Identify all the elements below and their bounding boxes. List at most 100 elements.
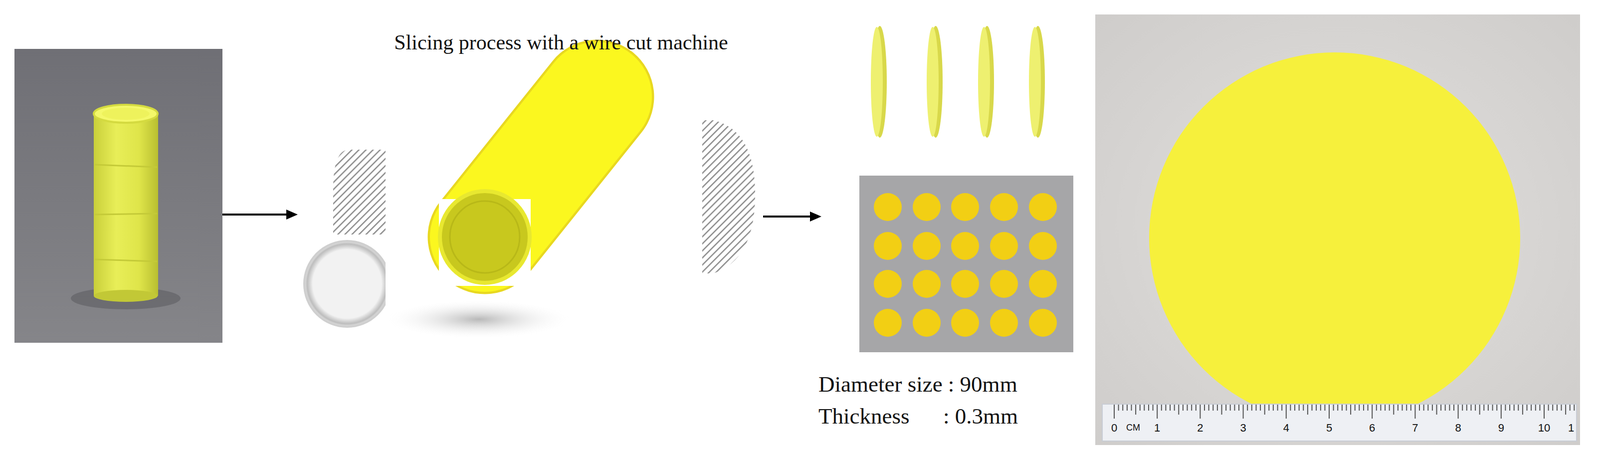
- ruler-tick: [1535, 404, 1537, 411]
- disc: [990, 269, 1018, 298]
- ruler-tick: [1423, 404, 1425, 411]
- ruler-tick: [1337, 404, 1339, 411]
- ruler-tick: [1483, 404, 1485, 411]
- ruler-tick: [1165, 404, 1167, 411]
- ruler-tick: [1444, 404, 1446, 411]
- ruler-tick: [1281, 404, 1283, 411]
- ruler-tick: [1156, 404, 1158, 419]
- ruler-tick: [1182, 404, 1184, 411]
- ruler-tick: [1509, 404, 1511, 411]
- disc: [1028, 308, 1057, 337]
- ruler-tick: [1457, 404, 1459, 419]
- ruler-tick: [1414, 404, 1416, 419]
- disc: [873, 308, 902, 337]
- disc: [912, 231, 941, 260]
- disc: [951, 193, 980, 221]
- ruler-tick: [1285, 404, 1287, 419]
- disc: [912, 308, 941, 337]
- ruler-tick: [1195, 404, 1197, 411]
- ruler-tick: [1418, 404, 1420, 411]
- ruler-tick: [1389, 404, 1391, 411]
- ruler-number: 0: [1111, 421, 1118, 434]
- disc: [873, 231, 902, 260]
- ruler-tick: [1203, 404, 1205, 411]
- disc: [1028, 193, 1057, 221]
- disc: [873, 193, 902, 221]
- ruler-tick: [1371, 404, 1373, 419]
- dimension-text: Thickness : 0.3mm: [818, 403, 1018, 429]
- ruler-tick: [1496, 404, 1498, 411]
- ruler-tick: [1216, 404, 1218, 411]
- ruler-tick: [1174, 404, 1176, 411]
- ruler-tick: [1474, 404, 1476, 411]
- ruler-tick: [1294, 404, 1296, 411]
- ruler-tick: [1500, 404, 1502, 419]
- ruler-tick: [1268, 404, 1270, 411]
- ruler-tick: [1427, 404, 1429, 411]
- disc: [912, 269, 941, 298]
- ruler-tick: [1556, 404, 1558, 411]
- ruler-number: 9: [1498, 421, 1505, 434]
- ruler-tick: [1487, 404, 1489, 411]
- ruler-tick: [1212, 404, 1214, 411]
- disc: [873, 269, 902, 298]
- ruler-tick: [1573, 404, 1575, 411]
- ruler-tick: [1298, 404, 1300, 411]
- ruler-tick: [1565, 404, 1567, 415]
- disc: [990, 231, 1018, 260]
- ruler-tick: [1380, 404, 1382, 411]
- disc: [951, 269, 980, 298]
- ruler-tick: [1246, 404, 1248, 411]
- ruler-tick: [1513, 404, 1515, 411]
- ruler-tick: [1225, 404, 1227, 411]
- ruler-tick: [1118, 404, 1120, 411]
- ruler-tick: [1354, 404, 1356, 411]
- ruler-tick: [1148, 404, 1150, 411]
- ruler-tick: [1221, 404, 1223, 415]
- ruler-number: 4: [1283, 421, 1290, 434]
- section-title: Slicing process with a wire cut machine: [394, 30, 728, 54]
- ruler-tick: [1461, 404, 1463, 411]
- ruler-tick: [1169, 404, 1171, 411]
- ruler-number: 1: [1568, 421, 1575, 434]
- ruler-tick: [1466, 404, 1468, 411]
- ruler-number: 1: [1154, 421, 1161, 434]
- ruler-unit: CM: [1126, 422, 1141, 433]
- ruler-tick: [1448, 404, 1450, 411]
- ruler-number: 8: [1454, 421, 1461, 434]
- disc: [912, 193, 941, 221]
- ruler-tick: [1333, 404, 1335, 411]
- disc: [1028, 269, 1057, 298]
- ruler-tick: [1358, 404, 1360, 411]
- ruler-tick: [1122, 404, 1124, 411]
- ruler-tick: [1393, 404, 1395, 415]
- ruler-number: 5: [1326, 421, 1333, 434]
- ruler-tick: [1453, 404, 1455, 411]
- ruler-tick: [1178, 404, 1180, 415]
- ruler-tick: [1431, 404, 1433, 411]
- ruler-tick: [1199, 404, 1201, 419]
- ruler-tick: [1470, 404, 1472, 411]
- disc: [990, 193, 1018, 221]
- ruler-number: 3: [1239, 421, 1246, 434]
- ruler-tick: [1367, 404, 1369, 411]
- ruler-tick: [1346, 404, 1348, 411]
- ruler-tick: [1492, 404, 1494, 411]
- ruler-tick: [1152, 404, 1154, 411]
- ruler-tick: [1363, 404, 1365, 411]
- ruler-tick: [1315, 404, 1317, 411]
- ruler-tick: [1530, 404, 1532, 411]
- ruler-tick: [1242, 404, 1244, 419]
- ruler-tick: [1324, 404, 1326, 411]
- ruler-tick: [1384, 404, 1386, 411]
- ruler-tick: [1251, 404, 1253, 411]
- ruler-tick: [1233, 404, 1235, 411]
- ruler-tick: [1126, 404, 1128, 411]
- ruler-tick: [1440, 404, 1442, 411]
- disc: [1028, 231, 1057, 260]
- ruler-tick: [1436, 404, 1438, 415]
- ruler-tick: [1552, 404, 1554, 411]
- ruler-tick: [1539, 404, 1541, 411]
- ruler-tick: [1191, 404, 1193, 411]
